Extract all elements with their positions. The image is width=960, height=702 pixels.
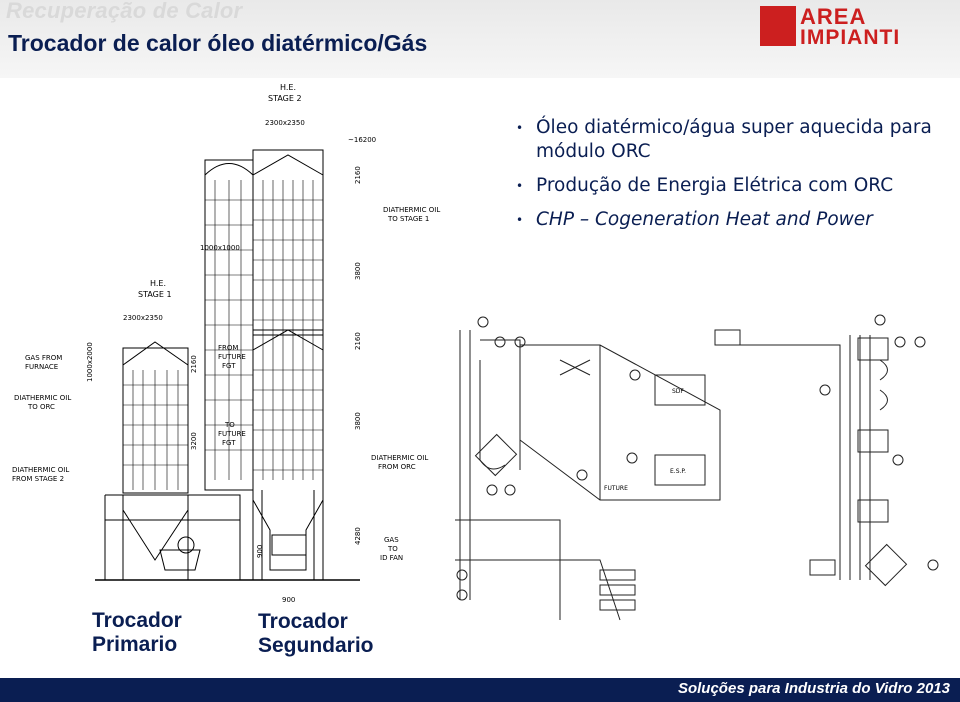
- logo-line-1: AREA: [800, 4, 867, 29]
- bullet-text: Produção de Energia Elétrica com ORC: [536, 175, 894, 196]
- from-fgt-b: FUTURE: [218, 353, 246, 361]
- sdf-box: [654, 374, 706, 406]
- dim-top: 2300x2350: [265, 119, 305, 127]
- stage1-column: [122, 347, 189, 494]
- bullet-list: • Óleo diatérmico/água super aquecida pa…: [512, 116, 952, 242]
- gas-to-fan-a: GAS: [384, 536, 399, 544]
- dim-3200: 3200: [190, 432, 198, 450]
- oil-to-orc-b: TO ORC: [27, 403, 55, 411]
- bullet-item: • CHP – Cogeneration Heat and Power: [512, 208, 952, 232]
- caption-primary-line2: Primario: [92, 633, 178, 656]
- oil-from-stage2-b: FROM STAGE 2: [12, 475, 64, 483]
- dim-2160c: 2160: [190, 355, 198, 373]
- footer-bar: Soluções para Industria do Vidro 2013: [0, 678, 960, 702]
- slide-title: Trocador de calor óleo diatérmico/Gás: [8, 30, 428, 56]
- bullet-text: CHP – Cogeneration Heat and Power: [536, 209, 873, 230]
- dim-stage1: 2300x2350: [123, 314, 163, 322]
- dim-900b: 900: [282, 596, 295, 604]
- stage1-tube-grid: [123, 370, 188, 490]
- gas-from-furnace-a: GAS FROM: [25, 354, 62, 362]
- bullet-text: Óleo diatérmico/água super aquecida para…: [536, 117, 932, 162]
- stage2-tube-grid: [253, 180, 323, 480]
- he-stage1-label-2: STAGE 1: [138, 290, 172, 299]
- dim-2160a: 2160: [354, 166, 362, 184]
- dim-2160b: 2160: [354, 332, 362, 350]
- section-title: Recuperação de Calor: [6, 0, 243, 23]
- footer-text: Soluções para Industria do Vidro 2013: [677, 680, 950, 697]
- gas-to-fan-c: ID FAN: [380, 554, 403, 562]
- oil-to-stage1-b: TO STAGE 1: [387, 215, 429, 223]
- oil-to-stage1-a: DIATHERMIC OIL: [383, 206, 440, 214]
- oil-from-stage2-a: DIATHERMIC OIL: [12, 466, 69, 474]
- logo-line-2: IMPIANTI: [800, 26, 901, 49]
- caption-secondary-line1: Trocador: [258, 610, 348, 633]
- area-impianti-logo: AREA IMPIANTI: [760, 6, 940, 50]
- gas-to-fan-b: TO: [387, 545, 398, 553]
- header-band: [0, 0, 960, 78]
- from-fgt-a: FROM: [218, 344, 238, 352]
- caption-secondary: Trocador Segundario: [258, 610, 374, 658]
- stage2-hopper: [252, 499, 324, 571]
- dim-1000x2000: 1000x2000: [86, 342, 94, 382]
- dim-elev: ~16200: [348, 136, 376, 144]
- dim-3800a: 3800: [354, 262, 362, 280]
- caption-primary-line1: Trocador: [92, 609, 182, 632]
- stage1-support: [104, 494, 241, 580]
- bullet-dot-icon: •: [516, 213, 524, 227]
- gas-from-furnace-b: FURNACE: [25, 363, 58, 371]
- stage2-column: [252, 149, 324, 581]
- dim-duct: 1000x1000: [200, 244, 240, 252]
- oil-from-orc-b: FROM ORC: [378, 463, 416, 471]
- he-stage2-label: H.E.: [280, 83, 296, 92]
- oil-to-orc-a: DIATHERMIC OIL: [14, 394, 71, 402]
- to-fgt-a: TO: [224, 421, 235, 429]
- bullet-item: • Produção de Energia Elétrica com ORC: [512, 174, 952, 198]
- sdf-label: SDF: [672, 388, 684, 395]
- bullet-dot-icon: •: [516, 121, 524, 135]
- dim-4280: 4280: [354, 527, 362, 545]
- to-fgt-c: FGT: [222, 439, 236, 447]
- caption-primary: Trocador Primario: [92, 609, 182, 657]
- he-stage1-label: H.E.: [150, 279, 166, 288]
- he-stage2-label-2: STAGE 2: [268, 94, 302, 103]
- future-label: FUTURE: [604, 485, 628, 492]
- to-fgt-b: FUTURE: [218, 430, 246, 438]
- esp-box: [654, 454, 706, 486]
- process-schematic: [454, 314, 956, 626]
- from-fgt-c: FGT: [222, 362, 236, 370]
- logo-mark: [760, 6, 796, 46]
- bullet-dot-icon: •: [516, 179, 524, 193]
- dim-900: 900: [256, 545, 264, 558]
- dim-3800b: 3800: [354, 412, 362, 430]
- esp-label: E.S.P.: [670, 468, 686, 475]
- oil-from-orc-a: DIATHERMIC OIL: [371, 454, 428, 462]
- caption-secondary-line2: Segundario: [258, 634, 374, 657]
- bullet-item: • Óleo diatérmico/água super aquecida pa…: [512, 116, 952, 164]
- engineering-drawing: H.E. STAGE 2 2300x2350 ~16200 2160 3800 …: [12, 83, 956, 626]
